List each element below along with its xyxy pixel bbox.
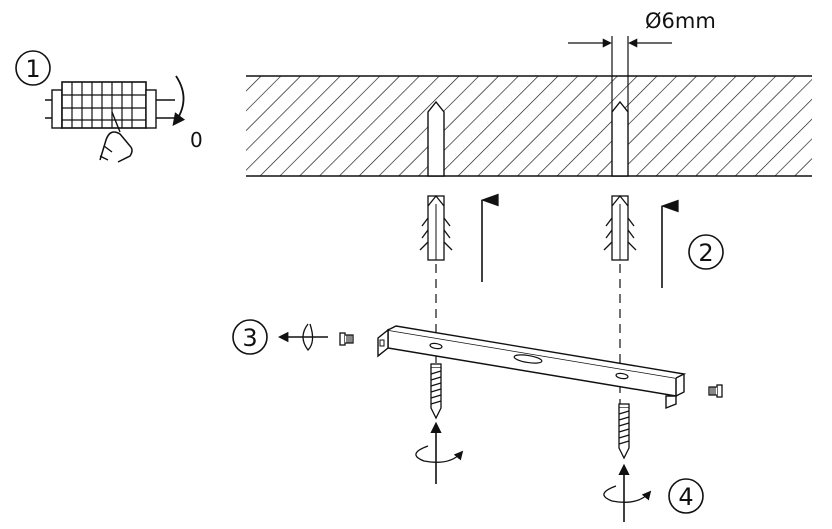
bracket-screw-right (708, 384, 723, 398)
step-2-marker (688, 234, 724, 270)
wall-plug-right (603, 195, 637, 261)
step-3-group: 3 (232, 319, 723, 398)
drill-hole-right (611, 36, 629, 177)
step-1-group: 1 0 (15, 50, 203, 163)
step-4-marker (668, 478, 704, 514)
hand-icon (99, 111, 133, 163)
step-1-marker (15, 50, 51, 86)
step-4-number: 4 (678, 483, 693, 511)
step-3-marker (232, 319, 268, 355)
terminal-block-icon (45, 81, 175, 129)
drill-diameter-dimension: Ø6mm (568, 9, 716, 48)
tighten-rotation-icon-left (415, 445, 464, 463)
step-3-number: 3 (242, 324, 257, 352)
unscrew-rotation-icon (302, 323, 314, 351)
wall-screw-right (618, 403, 630, 459)
step-4-group: 4 (415, 363, 704, 522)
drill-hole-left (427, 100, 445, 177)
switch-off-label: 0 (190, 128, 203, 152)
tighten-rotation-icon-right (603, 485, 652, 503)
step-2-group: 2 (419, 193, 724, 288)
wall-screw-left (430, 363, 442, 419)
wall (246, 36, 812, 177)
bracket-screw-left (339, 332, 354, 346)
mounting-bracket (377, 325, 687, 410)
drill-diameter-label: Ø6mm (645, 9, 716, 33)
wall-plug-left (419, 195, 453, 261)
rotate-arrow-icon (172, 75, 186, 127)
step-1-number: 1 (25, 55, 40, 83)
step-2-number: 2 (698, 239, 713, 267)
